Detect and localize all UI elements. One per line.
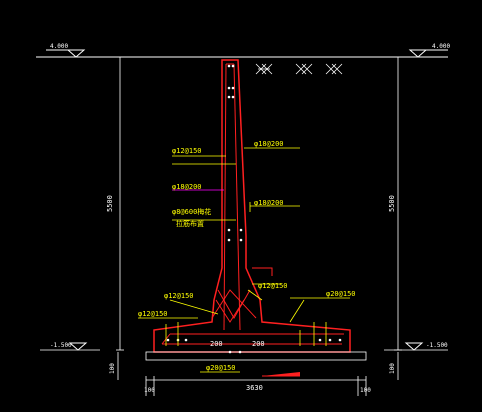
label-toe-left: 100 bbox=[144, 387, 155, 394]
elevation-marker-bottom-left: -1.500 bbox=[40, 342, 100, 351]
elevation-bottom-left-label: -1.500 bbox=[50, 342, 72, 349]
label-base-width: 3630 bbox=[246, 384, 263, 392]
dimension-base-thickness-right: 100 bbox=[389, 352, 399, 380]
arrow-mark bbox=[262, 372, 300, 376]
label-wall-right-upper: φ18@200 bbox=[254, 140, 284, 148]
label-slab-left-top: φ12@150 bbox=[138, 310, 168, 318]
elevation-bottom-right-label: -1.500 bbox=[426, 342, 448, 349]
label-haunch-left-dim: 200 bbox=[210, 340, 223, 348]
leader-lines bbox=[138, 147, 350, 373]
soil-hatch bbox=[255, 63, 343, 75]
label-slab-right-top: φ20@150 bbox=[326, 290, 356, 298]
label-wall-left-tie: φ8@600梅花 bbox=[172, 207, 211, 216]
label-wall-left-tie-note: 拉筋布置 bbox=[176, 219, 204, 228]
dimension-height-right: 5500 bbox=[388, 56, 402, 351]
label-toe-right: 100 bbox=[360, 387, 371, 394]
height-right-label: 5500 bbox=[388, 195, 396, 212]
dimension-base-thickness-left: 100 bbox=[109, 352, 119, 380]
elevation-marker-bottom-right: -1.500 bbox=[384, 342, 448, 351]
label-haunch-right: φ12@150 bbox=[258, 282, 288, 290]
elevation-top-left-label: 4.000 bbox=[50, 43, 68, 50]
elevation-top-right-label: 4.000 bbox=[432, 43, 450, 50]
label-wall-left-upper: φ12@150 bbox=[172, 147, 202, 155]
footing-cushion bbox=[145, 351, 367, 361]
label-wall-right-mid: φ18@200 bbox=[254, 199, 284, 207]
svg-text:100: 100 bbox=[389, 363, 396, 374]
label-slab-bottom: φ20@150 bbox=[206, 364, 236, 372]
height-left-label: 5500 bbox=[106, 195, 114, 212]
dimension-base bbox=[145, 376, 367, 396]
elevation-marker-top-right: 4.000 bbox=[408, 43, 450, 58]
stem-rebars bbox=[161, 63, 344, 345]
elevation-marker-top-left: 4.000 bbox=[46, 43, 86, 58]
dimension-height-left: 5500 bbox=[106, 56, 124, 351]
label-wall-left-mid: φ18@200 bbox=[172, 183, 202, 191]
label-haunch-right-dim: 200 bbox=[252, 340, 265, 348]
wall-outline bbox=[153, 59, 351, 353]
label-haunch-left: φ12@150 bbox=[164, 292, 194, 300]
svg-text:100: 100 bbox=[109, 363, 116, 374]
